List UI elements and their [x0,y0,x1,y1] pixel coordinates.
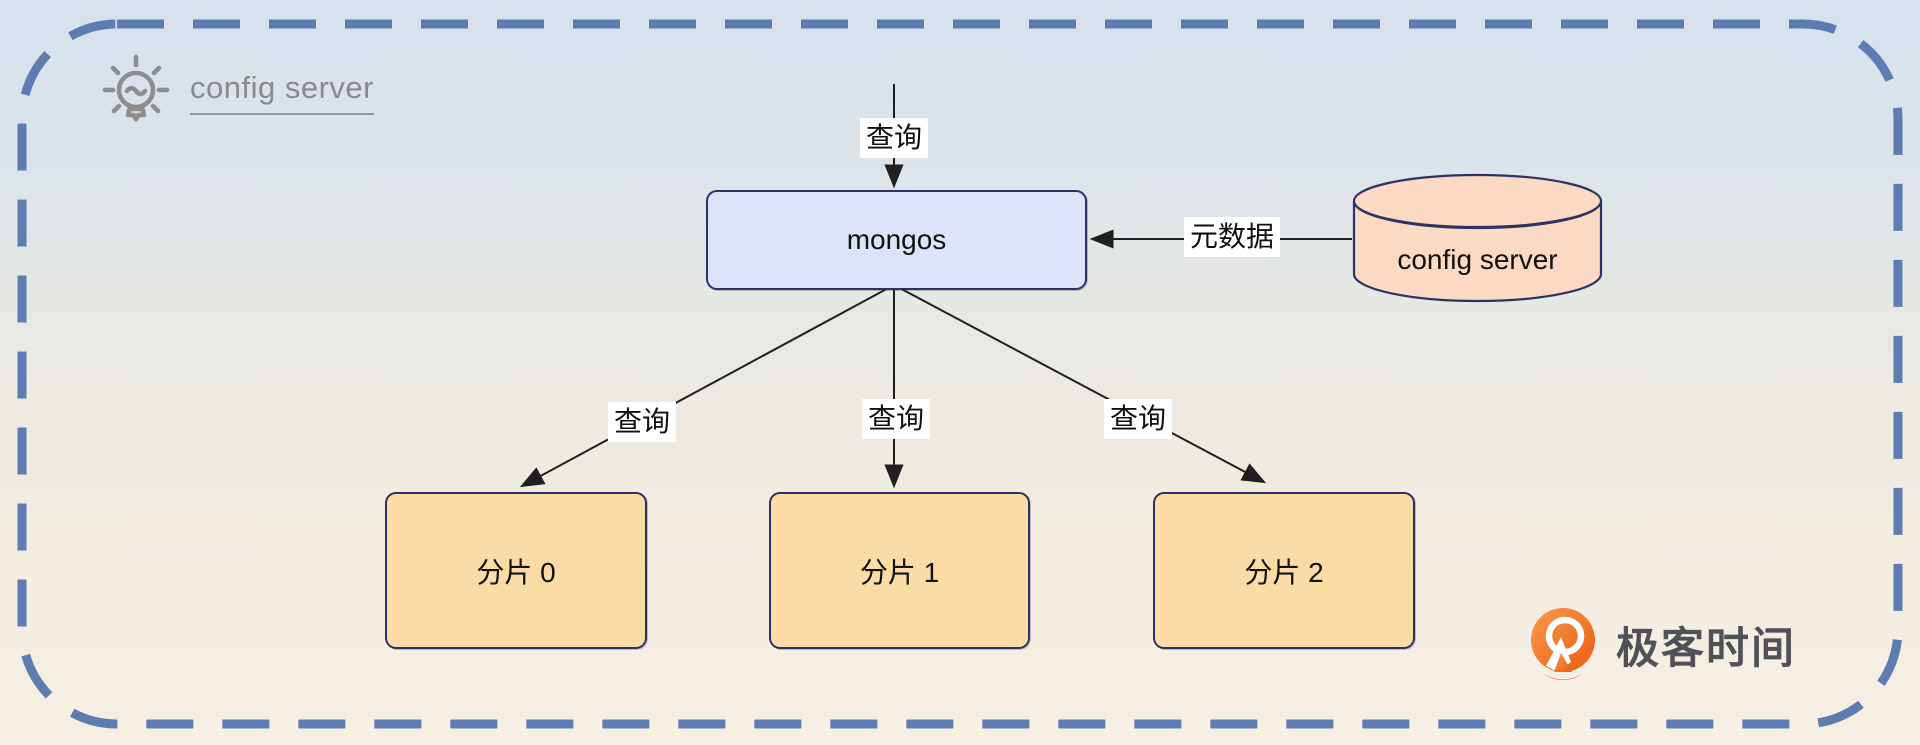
node-config-server: config server [1352,172,1603,304]
edge-label-query-top: 查询 [860,118,929,159]
edge-mongos-to-shard2 [893,284,1267,484]
node-mongos: mongos [706,190,1087,290]
hint-config-server: config server [98,52,374,132]
edge-label-metadata: 元数据 [1184,217,1281,258]
node-shard-0-label: 分片 0 [476,556,556,588]
node-config-server-label: config server [1397,244,1558,275]
edge-mongos-to-shard0 [519,284,895,488]
node-shard-1-label: 分片 1 [859,556,940,588]
lightbulb-icon [102,54,170,122]
edge-label-query-shard0: 查询 [608,402,677,443]
node-shard-2: 分片 2 [1153,492,1415,649]
node-shard-0: 分片 0 [385,492,647,649]
geektime-branding: 极客时间 [1524,606,1796,684]
cylinder-shape [1352,173,1603,303]
geektime-logo-text: 极客时间 [1616,625,1796,673]
hint-label: config server [190,70,374,115]
edge-label-query-shard2: 查询 [1104,399,1173,440]
edge-label-query-shard1: 查询 [862,399,931,440]
node-shard-1: 分片 1 [769,492,1030,649]
node-mongos-label: mongos [846,224,947,255]
geektime-logo-icon [1531,608,1595,680]
node-shard-2-label: 分片 2 [1244,556,1324,588]
